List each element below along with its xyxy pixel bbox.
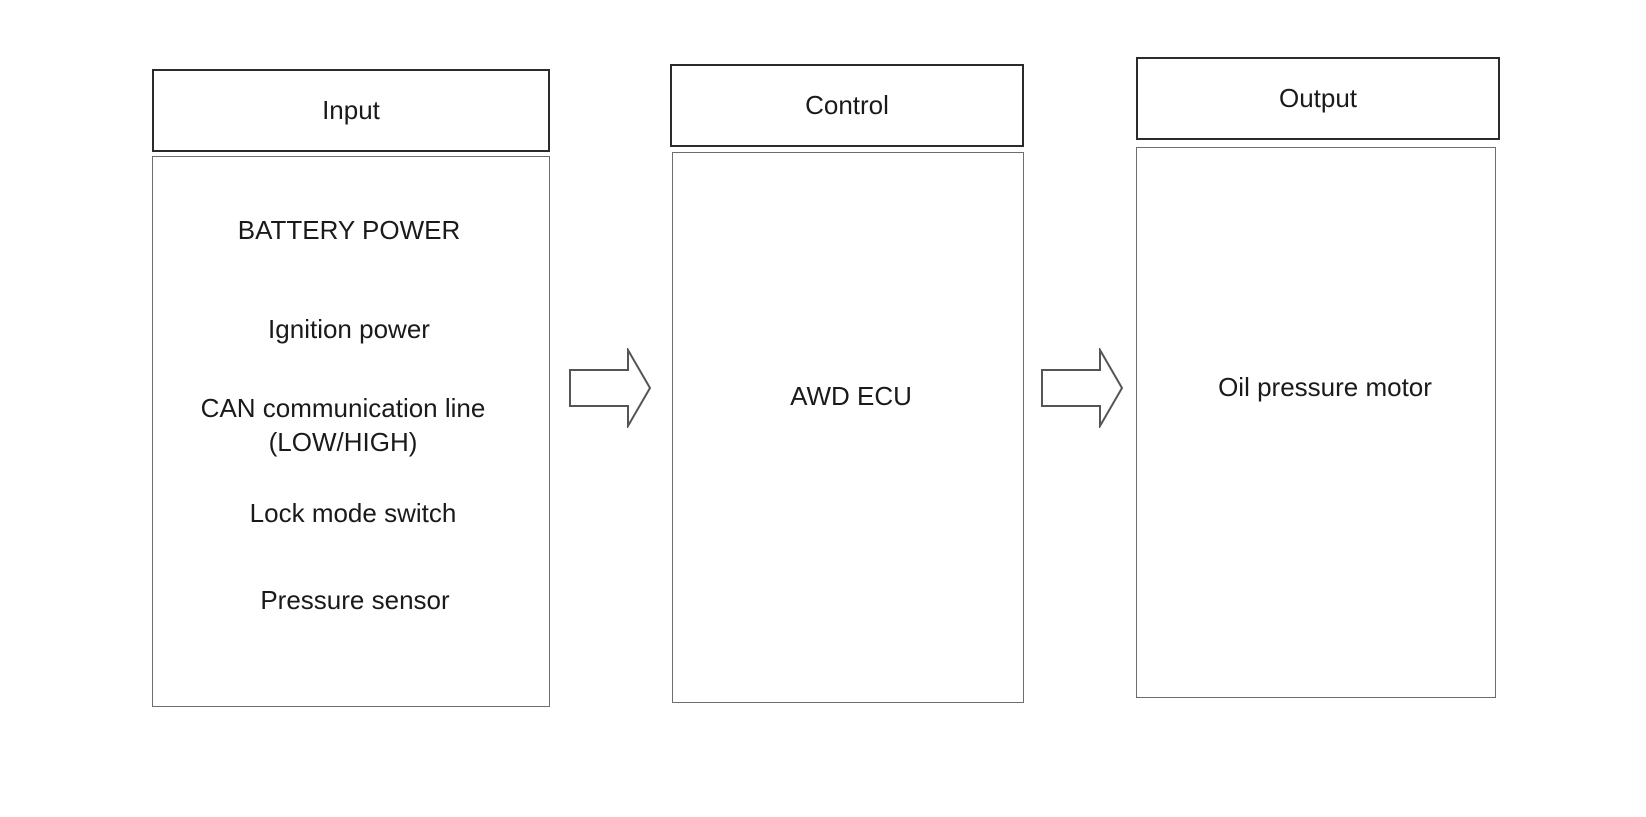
input-item-can-line: CAN communication line (LOW/HIGH) <box>200 393 486 457</box>
control-header-label: Control <box>805 90 889 120</box>
output-panel <box>1136 147 1496 698</box>
input-item-battery-power: BATTERY POWER <box>237 215 461 245</box>
input-item-pressure-sensor: Pressure sensor <box>260 585 450 615</box>
control-panel <box>672 152 1024 703</box>
input-item-lock-mode-switch: Lock mode switch <box>249 498 457 528</box>
output-item-oil-pressure-motor: Oil pressure motor <box>1218 372 1432 402</box>
right-arrow-icon <box>569 348 652 428</box>
control-item-awd-ecu: AWD ECU <box>790 381 912 411</box>
output-header-label: Output <box>1278 83 1358 113</box>
control-header: Control <box>670 64 1024 147</box>
right-arrow-icon <box>1041 348 1124 428</box>
output-header: Output <box>1136 57 1500 140</box>
input-header-label: Input <box>322 95 380 125</box>
input-item-ignition-power: Ignition power <box>268 314 430 344</box>
input-panel <box>152 156 550 707</box>
input-header: Input <box>152 69 550 152</box>
